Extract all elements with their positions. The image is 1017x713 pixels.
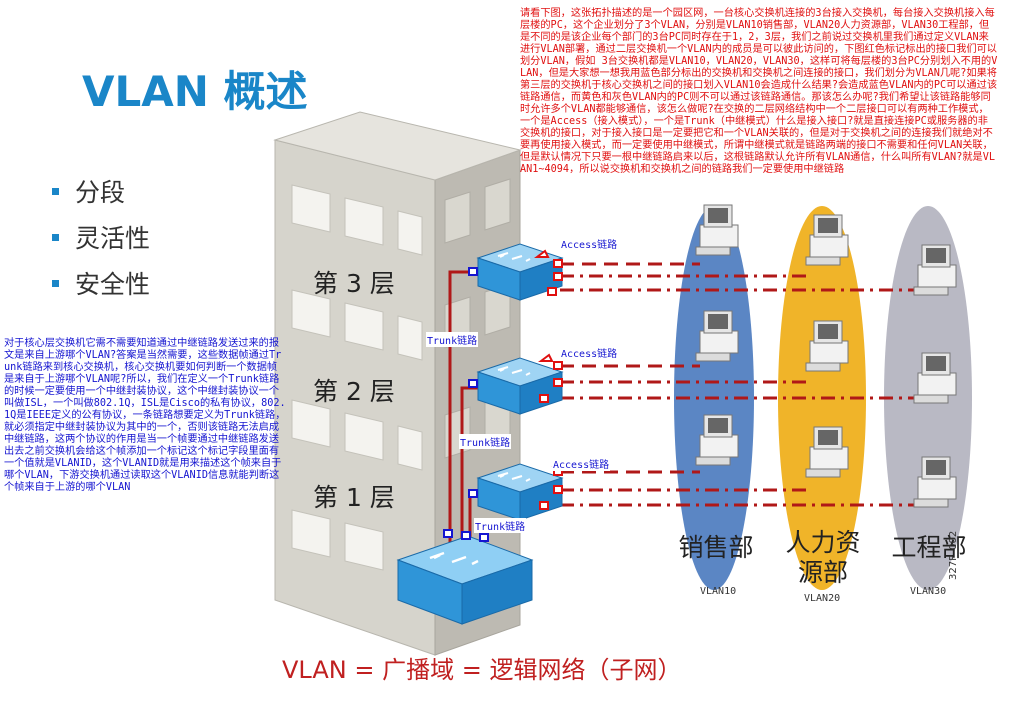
figure-code: 327P_002 — [948, 530, 959, 580]
trunk-link-label: Trunk链路 — [459, 434, 512, 449]
floor-label-3: 第 3 层 — [313, 269, 395, 298]
department-hr: 人力资 源部 — [785, 528, 861, 587]
trunk-link-label: Trunk链路 — [474, 518, 527, 533]
pc-icon — [695, 204, 739, 256]
trunk-port-markers — [443, 267, 489, 542]
department-engineering: 工程部 — [891, 533, 967, 562]
access-links — [560, 262, 915, 507]
vlan20-label: VLAN20 — [804, 593, 841, 604]
department-sales: 销售部 — [678, 533, 754, 562]
blue-annotation-text: 对于核心层交换机它需不需要知道通过中继链路发送过来的报文是来自上游哪个VLAN?… — [4, 338, 286, 493]
access-switch-floor2 — [476, 357, 564, 415]
bullet-text: 安全性 — [75, 270, 151, 299]
bullet-item: 分段 — [52, 168, 150, 214]
bullet-square-icon — [52, 279, 59, 287]
vlan30-label: VLAN30 — [910, 586, 947, 597]
access-link-label: Access链路 — [560, 236, 619, 251]
bullet-list: 分段 灵活性 安全性 — [52, 168, 150, 306]
red-annotation-text: 请看下图，这张拓扑描述的是一个园区网，一台核心交换机连接的3台接入交换机，每台接… — [520, 8, 998, 175]
bullet-item: 灵活性 — [52, 214, 150, 260]
bullet-text: 分段 — [75, 178, 126, 207]
footer-equation: VLAN = 广播域 = 逻辑网络（子网） — [282, 656, 682, 684]
bullet-square-icon — [52, 233, 59, 241]
core-switch — [396, 535, 534, 625]
access-link-label: Access链路 — [560, 345, 619, 360]
floor-label-1: 第 1 层 — [313, 483, 395, 512]
bullet-item: 安全性 — [52, 260, 150, 306]
pc-grid — [695, 204, 957, 508]
slide-title: VLAN 概述 — [82, 67, 308, 116]
floor-label-2: 第 2 层 — [313, 377, 395, 406]
vlan10-label: VLAN10 — [700, 586, 737, 597]
bullet-square-icon — [52, 187, 59, 195]
trunk-link-label: Trunk链路 — [426, 332, 479, 347]
access-link-label: Access链路 — [552, 456, 611, 471]
bullet-text: 灵活性 — [75, 224, 151, 253]
access-switch-floor3 — [476, 243, 564, 301]
access-switch-floor1 — [476, 463, 564, 521]
